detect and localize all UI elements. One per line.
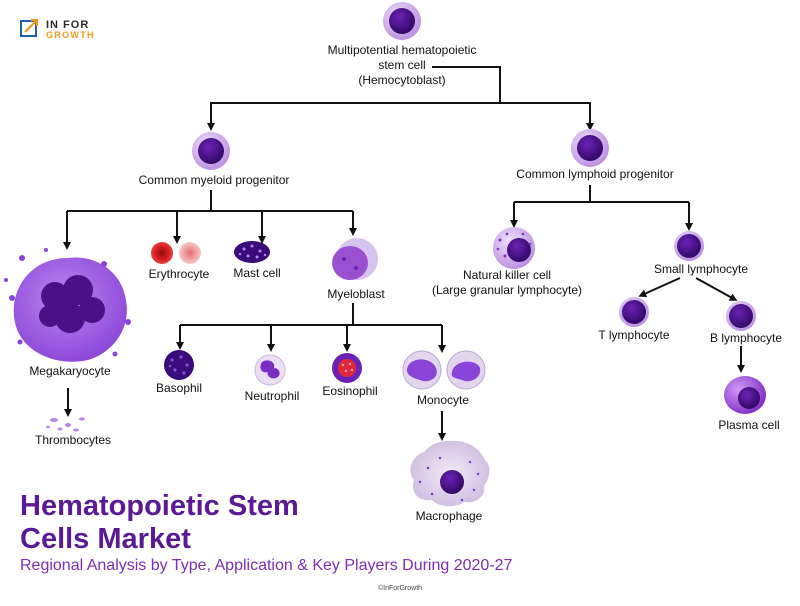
logo-text-line1: IN FOR xyxy=(46,19,90,31)
eosinophil-cell xyxy=(332,353,362,383)
label-eosinophil: Eosinophil xyxy=(322,384,378,398)
label-thrombocytes: Thrombocytes xyxy=(34,433,112,447)
lymphoid-progenitor-cell xyxy=(571,129,609,167)
basophil-cell xyxy=(164,350,194,380)
thrombocytes-cells xyxy=(46,417,85,432)
label-myeloblast: Myeloblast xyxy=(327,287,385,301)
copyright-notice: ©InForGrowth xyxy=(377,585,423,592)
label-hemocytoblast: Multipotential hematopoietic stem cell (… xyxy=(327,43,477,87)
logo-mark-icon xyxy=(20,18,39,37)
report-subtitle: Regional Analysis by Type, Application &… xyxy=(20,557,513,574)
myeloid-progenitor-cell xyxy=(192,132,230,170)
logo-text-line2: GROWTH xyxy=(46,30,95,40)
plasma-cell xyxy=(724,376,766,414)
erythrocyte-cells xyxy=(151,242,201,264)
small-lymphocyte-cell xyxy=(674,231,704,261)
macrophage-cell xyxy=(410,440,490,507)
label-small-lymphocyte: Small lymphocyte xyxy=(653,262,749,276)
label-macrophage: Macrophage xyxy=(415,509,483,523)
b-lymphocyte-cell xyxy=(726,301,756,331)
report-title: Hematopoietic Stem Cells Market xyxy=(20,490,299,555)
label-megakaryocyte: Megakaryocyte xyxy=(29,364,111,378)
megakaryocyte-cell xyxy=(4,248,131,362)
neutrophil-cell xyxy=(254,354,286,386)
label-natural-killer-cell: Natural killer cell (Large granular lymp… xyxy=(431,268,583,297)
label-mast-cell: Mast cell xyxy=(233,266,281,280)
hemocytoblast-cell xyxy=(383,2,421,40)
label-monocyte: Monocyte xyxy=(416,393,470,407)
natural-killer-cell xyxy=(493,227,535,269)
monocyte-cells xyxy=(402,350,486,390)
label-erythrocyte: Erythrocyte xyxy=(148,267,210,281)
label-t-lymphocyte: T lymphocyte xyxy=(598,328,670,342)
label-neutrophil: Neutrophil xyxy=(244,389,300,403)
mast-cell xyxy=(234,241,270,263)
connector-lines xyxy=(63,66,745,441)
t-lymphocyte-cell xyxy=(619,297,649,327)
label-common-myeloid-progenitor: Common myeloid progenitor xyxy=(138,173,290,187)
label-basophil: Basophil xyxy=(155,381,203,395)
label-plasma-cell: Plasma cell xyxy=(718,418,780,432)
myeloblast-cell xyxy=(332,238,378,280)
label-b-lymphocyte: B lymphocyte xyxy=(709,331,783,345)
label-common-lymphoid-progenitor: Common lymphoid progenitor xyxy=(516,167,674,181)
